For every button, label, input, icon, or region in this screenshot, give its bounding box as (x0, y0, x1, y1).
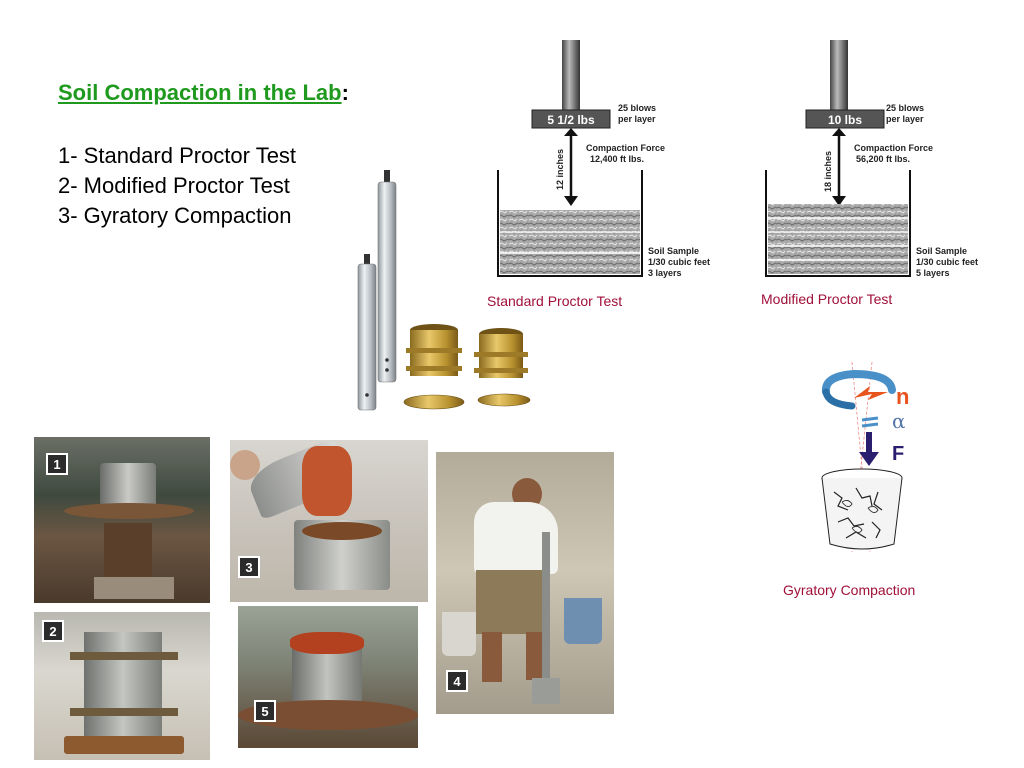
standard-sample-line3: 3 layers (648, 268, 682, 278)
standard-hammer-label: 5 1/2 lbs (547, 113, 595, 127)
photo-badge-2: 2 (42, 620, 64, 642)
slide-title: Soil Compaction in the Lab: (58, 80, 349, 106)
modified-drop-label: 18 inches (823, 151, 833, 192)
photo-badge-5: 5 (254, 700, 276, 722)
gyratory-caption: Gyratory Compaction (783, 582, 916, 598)
photo-4-man-compacting: 4 (436, 452, 614, 714)
modified-force-line1: Compaction Force (854, 143, 933, 153)
list-item: 1- Standard Proctor Test (58, 143, 297, 168)
gyratory-diagram: n α F (821, 361, 909, 553)
standard-proctor-diagram: 5 1/2 lbs 25 blows per layer 12 inches C… (497, 40, 710, 278)
force-arrow-icon (859, 452, 879, 466)
standard-blows-line2: per layer (618, 114, 656, 124)
photo-badge-4: 4 (446, 670, 468, 692)
photo-1-mold-on-base: 1 (34, 437, 210, 603)
modified-sample-line3: 5 layers (916, 268, 950, 278)
slide-title-text: Soil Compaction in the Lab (58, 80, 342, 105)
standard-proctor-caption: Standard Proctor Test (487, 293, 623, 309)
photo-2-mold-clamped: 2 (34, 612, 210, 760)
modified-sample-line2: 1/30 cubic feet (916, 257, 978, 267)
slide-title-colon: : (341, 80, 349, 105)
standard-blows-line1: 25 blows (618, 103, 656, 113)
gyratory-alpha-label: α (892, 409, 906, 433)
modified-blows-line1: 25 blows (886, 103, 924, 113)
standard-force-line2: 12,400 ft lbs. (590, 154, 644, 164)
photo-3-pouring-soil: 3 (230, 437, 428, 602)
photo-5-filled-mold: 5 (238, 606, 418, 748)
standard-sample-line2: 1/30 cubic feet (648, 257, 710, 267)
modified-sample-line1: Soil Sample (916, 246, 967, 256)
test-list: 1- Standard Proctor Test 2- Modified Pro… (58, 141, 296, 231)
list-item: 2- Modified Proctor Test (58, 173, 290, 198)
standard-force-line1: Compaction Force (586, 143, 665, 153)
modified-proctor-caption: Modified Proctor Test (761, 291, 893, 307)
gyratory-f-label: F (892, 443, 904, 465)
standard-drop-label: 12 inches (555, 149, 565, 190)
list-item: 3- Gyratory Compaction (58, 203, 292, 228)
modified-hammer-label: 10 lbs (828, 113, 862, 127)
modified-force-line2: 56,200 ft lbs. (856, 154, 910, 164)
orange-arrow-icon (854, 386, 888, 400)
standard-sample-line1: Soil Sample (648, 246, 699, 256)
gyratory-n-label: n (896, 384, 909, 409)
rotation-arrow-icon (821, 369, 896, 396)
photo-badge-1: 1 (46, 453, 68, 475)
photo-badge-3: 3 (238, 556, 260, 578)
modified-blows-line2: per layer (886, 114, 924, 124)
modified-proctor-diagram: 10 lbs 25 blows per layer 18 inches Comp… (765, 40, 978, 278)
proctor-equipment-image (357, 170, 531, 411)
